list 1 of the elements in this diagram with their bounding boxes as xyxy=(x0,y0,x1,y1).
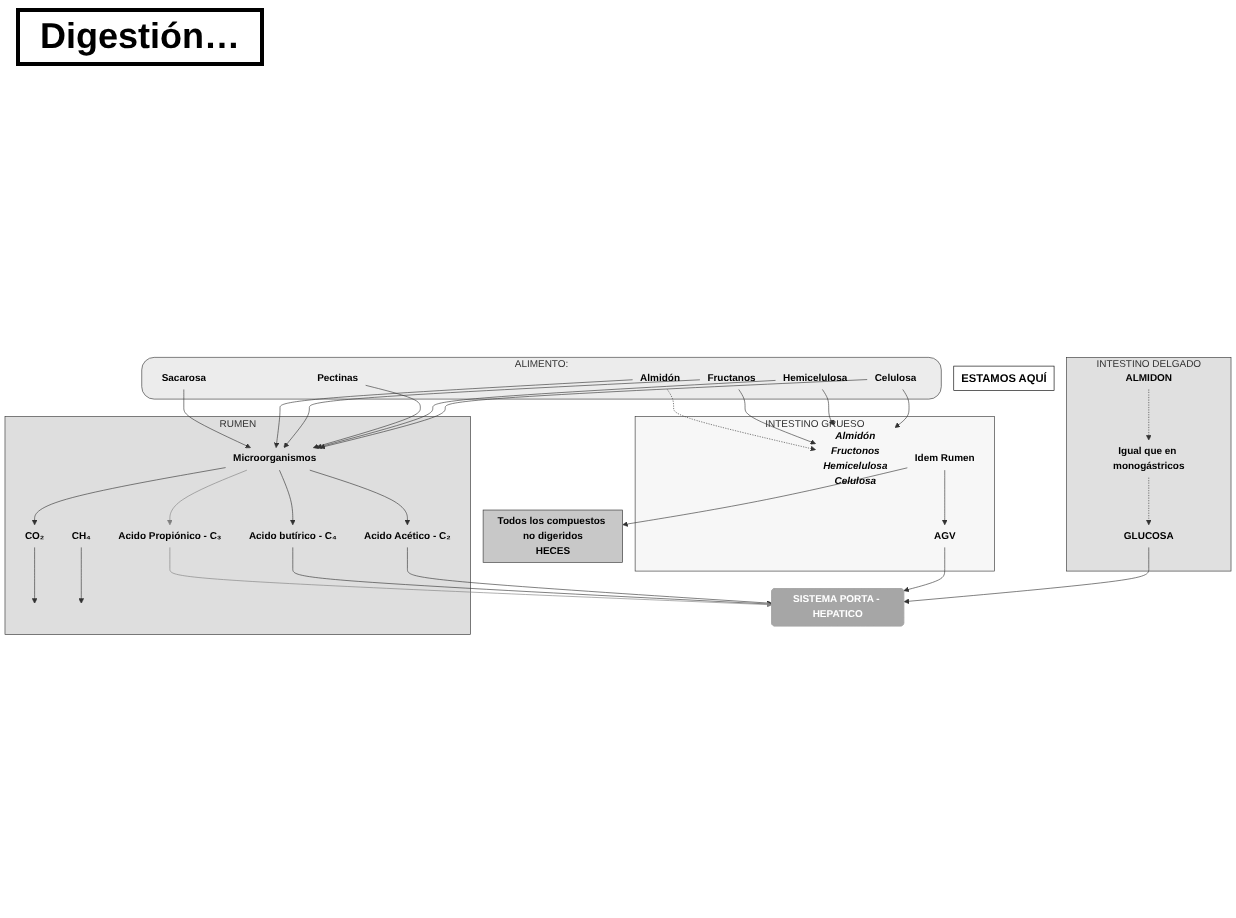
diagram-title: Digestión… xyxy=(16,8,265,66)
